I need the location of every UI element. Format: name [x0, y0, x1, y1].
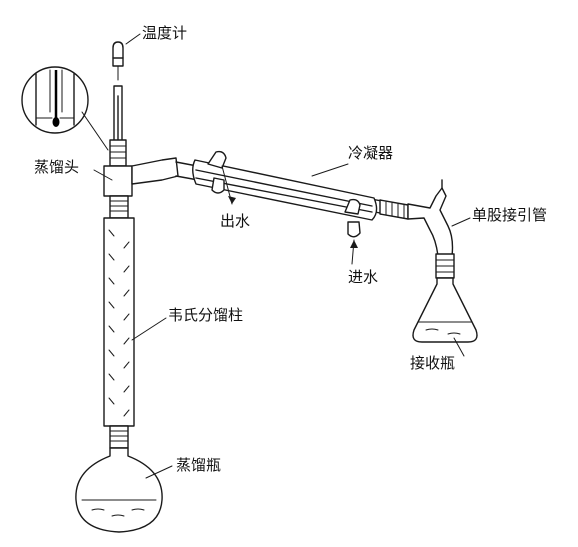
label-water-in: 进水 [348, 268, 379, 286]
label-condenser: 冷凝器 [348, 144, 394, 162]
label-receiving-flask: 接收瓶 [410, 354, 456, 372]
adapter [407, 179, 454, 257]
label-water-out: 出水 [220, 212, 251, 230]
magnifier-inset [21, 66, 109, 151]
vigreux-column [103, 195, 135, 449]
distillation-head [103, 139, 179, 197]
label-adapter: 单股接引管 [472, 206, 548, 224]
distillation-flask [75, 447, 163, 533]
label-distillation-flask: 蒸馏瓶 [176, 456, 222, 474]
label-distillation-head: 蒸馏头 [34, 158, 80, 176]
label-thermometer: 温度计 [142, 24, 188, 42]
condenser [175, 150, 409, 238]
receiving-flask [412, 253, 478, 343]
label-vigreux-column: 韦氏分馏柱 [168, 306, 244, 324]
leader-lines [93, 33, 471, 479]
